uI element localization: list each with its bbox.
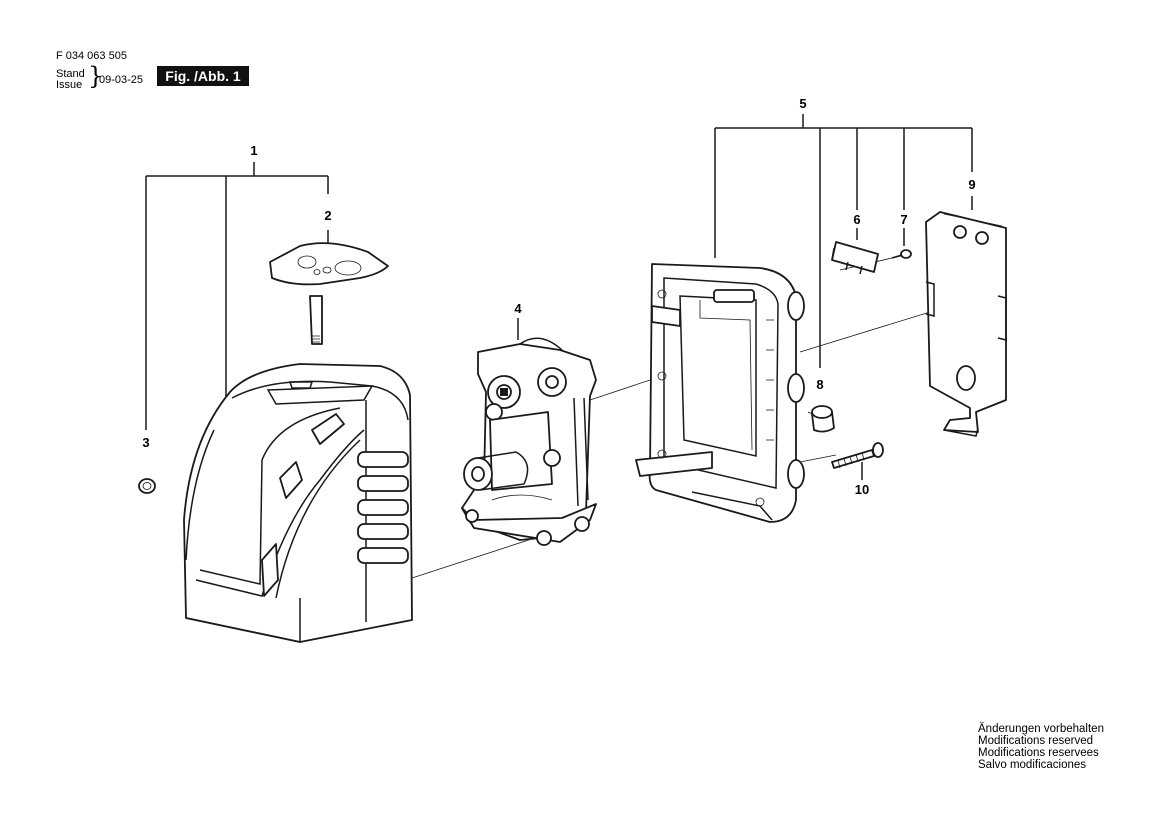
part-3-cap bbox=[138, 478, 156, 494]
note-fr: Modifications reservees bbox=[978, 747, 1099, 759]
part-1-housing bbox=[183, 363, 413, 643]
housing-vents bbox=[357, 451, 409, 564]
leader-lines bbox=[145, 114, 973, 579]
issue-label: Issue bbox=[56, 79, 83, 91]
callout-3: 3 bbox=[142, 435, 150, 450]
callout-4: 4 bbox=[514, 301, 522, 316]
callout-1: 1 bbox=[250, 143, 258, 158]
note-es: Salvo modificaciones bbox=[978, 759, 1087, 771]
stand-label: Stand bbox=[56, 68, 85, 80]
part-7-screw bbox=[891, 249, 912, 259]
part-10-screw bbox=[831, 442, 884, 469]
part-2-top-plate bbox=[269, 242, 389, 345]
callout-5: 5 bbox=[799, 96, 807, 111]
modification-notes: Änderungen vorbehalten Modifications res… bbox=[978, 723, 1104, 771]
note-de: Änderungen vorbehalten bbox=[978, 723, 1104, 735]
brace-symbol: } bbox=[88, 62, 104, 90]
callout-8: 8 bbox=[816, 377, 824, 392]
callout-10: 10 bbox=[854, 482, 870, 497]
callout-6: 6 bbox=[853, 212, 861, 227]
part-4-laser-module bbox=[461, 337, 597, 546]
document-number: F 034 063 505 bbox=[56, 50, 127, 62]
issue-date: 09-03-25 bbox=[99, 74, 144, 86]
callout-7: 7 bbox=[900, 212, 908, 227]
part-8-plug bbox=[811, 405, 835, 433]
note-en: Modifications reserved bbox=[978, 735, 1094, 747]
part-6-clip bbox=[831, 241, 879, 275]
callout-2: 2 bbox=[324, 208, 332, 223]
part-5-frame bbox=[635, 263, 805, 523]
callout-9: 9 bbox=[968, 177, 976, 192]
part-9-back-plate bbox=[925, 211, 1007, 437]
figure-badge: Fig. /Abb. 1 bbox=[157, 66, 249, 86]
